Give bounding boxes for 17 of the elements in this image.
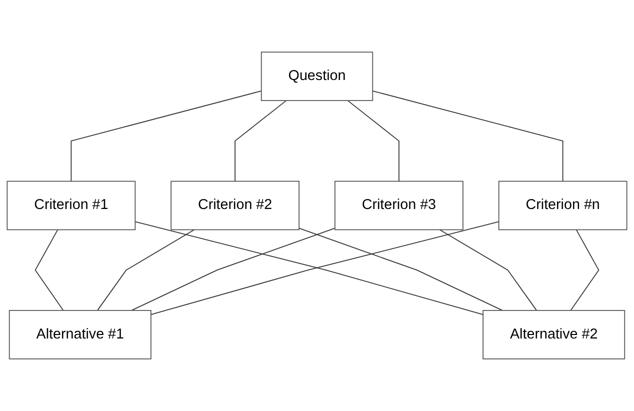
node-box: Question [260,52,374,101]
connector [570,229,600,311]
connector [439,229,538,311]
node-box: Criterion #1 [6,180,136,230]
connector [234,100,287,182]
node-box: Alternative #1 [8,310,152,360]
node-box: Alternative #2 [482,310,626,360]
node-box: Criterion #2 [170,180,300,230]
node-box: Criterion #3 [334,180,464,230]
node-box: Criterion #n [498,180,628,230]
connector [96,229,195,311]
connector [298,228,503,311]
connector [131,228,336,311]
connector [347,100,400,182]
connector [372,90,564,182]
connector [34,229,64,311]
connector [70,90,262,182]
